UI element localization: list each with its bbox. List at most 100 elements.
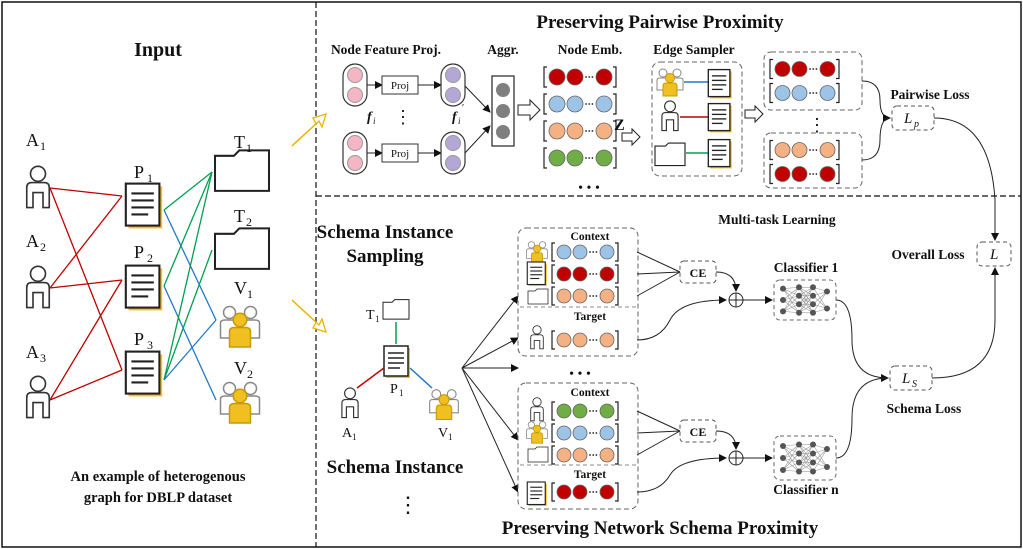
node-emb-label: Node Emb. bbox=[558, 42, 623, 57]
schema-row bbox=[551, 286, 619, 306]
paper-icon bbox=[124, 350, 164, 398]
hollow-arrow-aggr bbox=[517, 98, 541, 122]
fi-label: f bbox=[367, 110, 373, 125]
schema-t1-sub: 1 bbox=[375, 314, 380, 324]
ce-input-lines bbox=[636, 251, 681, 456]
schema-p1-label: P bbox=[390, 382, 398, 397]
lp-label: L bbox=[903, 111, 912, 127]
node-feature-proj-label: Node Feature Proj. bbox=[331, 42, 441, 57]
venue-group-icon bbox=[429, 389, 459, 420]
paper-label-sub: 1 bbox=[147, 171, 153, 185]
schema-sampling-line2: Sampling bbox=[346, 246, 424, 267]
ce-label-1: CE bbox=[690, 266, 707, 280]
plus-node-1 bbox=[728, 292, 744, 308]
pairs-vdots: ⋮ bbox=[808, 115, 826, 135]
paper-icon bbox=[707, 68, 733, 100]
paper-icon bbox=[124, 182, 164, 230]
paper-icon bbox=[526, 261, 548, 287]
ce-box-n bbox=[679, 419, 717, 443]
projected-vector-top bbox=[440, 63, 466, 107]
pairwise-title: Preserving Pairwise Proximity bbox=[536, 12, 784, 33]
ce-label-n: CE bbox=[690, 425, 707, 439]
context-label-1: Context bbox=[571, 231, 610, 243]
schema-row bbox=[551, 423, 619, 443]
proj-label-bottom: Proj bbox=[391, 148, 409, 160]
paper-label: P bbox=[134, 242, 144, 262]
schema-row bbox=[551, 242, 619, 262]
schema-instance-graph: T 1 P 1 A 1 V 1 bbox=[341, 299, 459, 442]
embedding-row bbox=[543, 120, 617, 142]
lp-label-sub: p bbox=[913, 119, 919, 130]
z-label: Z bbox=[614, 117, 625, 134]
folder-icon bbox=[213, 149, 271, 192]
embedding-row bbox=[543, 93, 617, 115]
context-label-n: Context bbox=[571, 387, 610, 399]
classifier-n-label: Classifier n bbox=[773, 482, 839, 497]
paper-node-p1: P 1 bbox=[124, 162, 164, 230]
schema-row bbox=[551, 445, 619, 465]
pair-row bbox=[769, 58, 840, 80]
author-node-a2: A 2 bbox=[25, 231, 51, 309]
term-label: T bbox=[234, 132, 245, 152]
embedding-row bbox=[543, 147, 617, 169]
schema-t1-label: T bbox=[366, 308, 375, 323]
ce-box-1 bbox=[679, 260, 717, 284]
schema-a1-sub: 1 bbox=[352, 432, 357, 442]
schema-row bbox=[551, 482, 619, 502]
pair-row bbox=[769, 82, 840, 104]
feature-vector-top bbox=[342, 63, 368, 107]
term-label-sub: 2 bbox=[246, 215, 252, 229]
schema-sampling-line1: Schema Instance bbox=[317, 222, 454, 243]
venue-label: V bbox=[234, 278, 247, 298]
author-label-sub: 2 bbox=[40, 240, 46, 254]
ls-label-sub: S bbox=[912, 379, 917, 390]
feature-vector-bottom bbox=[342, 131, 368, 175]
input-title: Input bbox=[134, 39, 182, 61]
author-icon bbox=[25, 375, 51, 419]
paper-icon bbox=[707, 138, 733, 170]
neural-net-icon bbox=[780, 284, 830, 316]
plus-node-n bbox=[728, 450, 744, 466]
input-caption-line2: graph for DBLP dataset bbox=[84, 490, 233, 506]
neural-net-icon bbox=[780, 441, 830, 475]
overall-loss-box bbox=[976, 241, 1012, 267]
folder-icon bbox=[527, 288, 549, 305]
sampled-pair-box-top bbox=[763, 51, 863, 111]
author-node-a1: A 1 bbox=[25, 130, 51, 209]
fi-label-sub: i bbox=[373, 116, 376, 126]
term-node-t1: T 1 bbox=[213, 132, 271, 192]
fi-prime-label: f bbox=[452, 110, 458, 125]
venue-node-v1: V 1 bbox=[219, 278, 261, 348]
schema-title: Preserving Network Schema Proximity bbox=[502, 518, 819, 539]
aggr-label: Aggr. bbox=[487, 42, 518, 57]
hollow-arrow-z bbox=[621, 127, 641, 147]
schema-embedding-rows bbox=[551, 242, 619, 502]
ls-box bbox=[889, 365, 933, 391]
folder-icon bbox=[527, 446, 549, 463]
paper-icon bbox=[526, 481, 548, 507]
ls-label: L bbox=[901, 371, 910, 387]
schema-row bbox=[551, 264, 619, 284]
author-icon bbox=[25, 265, 51, 309]
venue-node-v2: V 2 bbox=[219, 358, 261, 424]
paper-icon bbox=[707, 102, 733, 134]
paper-label-sub: 3 bbox=[147, 338, 153, 352]
schema-p1-sub: 1 bbox=[399, 388, 404, 398]
venue-label-sub: 1 bbox=[247, 287, 253, 301]
hollow-arrow-sampler bbox=[744, 104, 764, 124]
folder-icon bbox=[213, 227, 271, 270]
node-embedding-matrix bbox=[543, 66, 617, 169]
lp-box bbox=[891, 105, 935, 131]
target-label-1: Target bbox=[574, 311, 606, 323]
author-icon bbox=[25, 165, 51, 209]
fi-prime-mark: ′ bbox=[462, 103, 464, 114]
classifier-1-label: Classifier 1 bbox=[774, 260, 839, 275]
instance-more-dots: • • • bbox=[569, 367, 591, 382]
schema-v1-sub: 1 bbox=[448, 432, 453, 442]
paper-label: P bbox=[134, 162, 144, 182]
sampled-pair-rows bbox=[769, 58, 840, 185]
hollow-arrow-to-pairwise bbox=[291, 113, 327, 147]
aggregator-vector bbox=[491, 75, 515, 147]
schema-instance-vdots: ⋮ bbox=[397, 492, 419, 517]
paper-icon bbox=[383, 345, 411, 379]
